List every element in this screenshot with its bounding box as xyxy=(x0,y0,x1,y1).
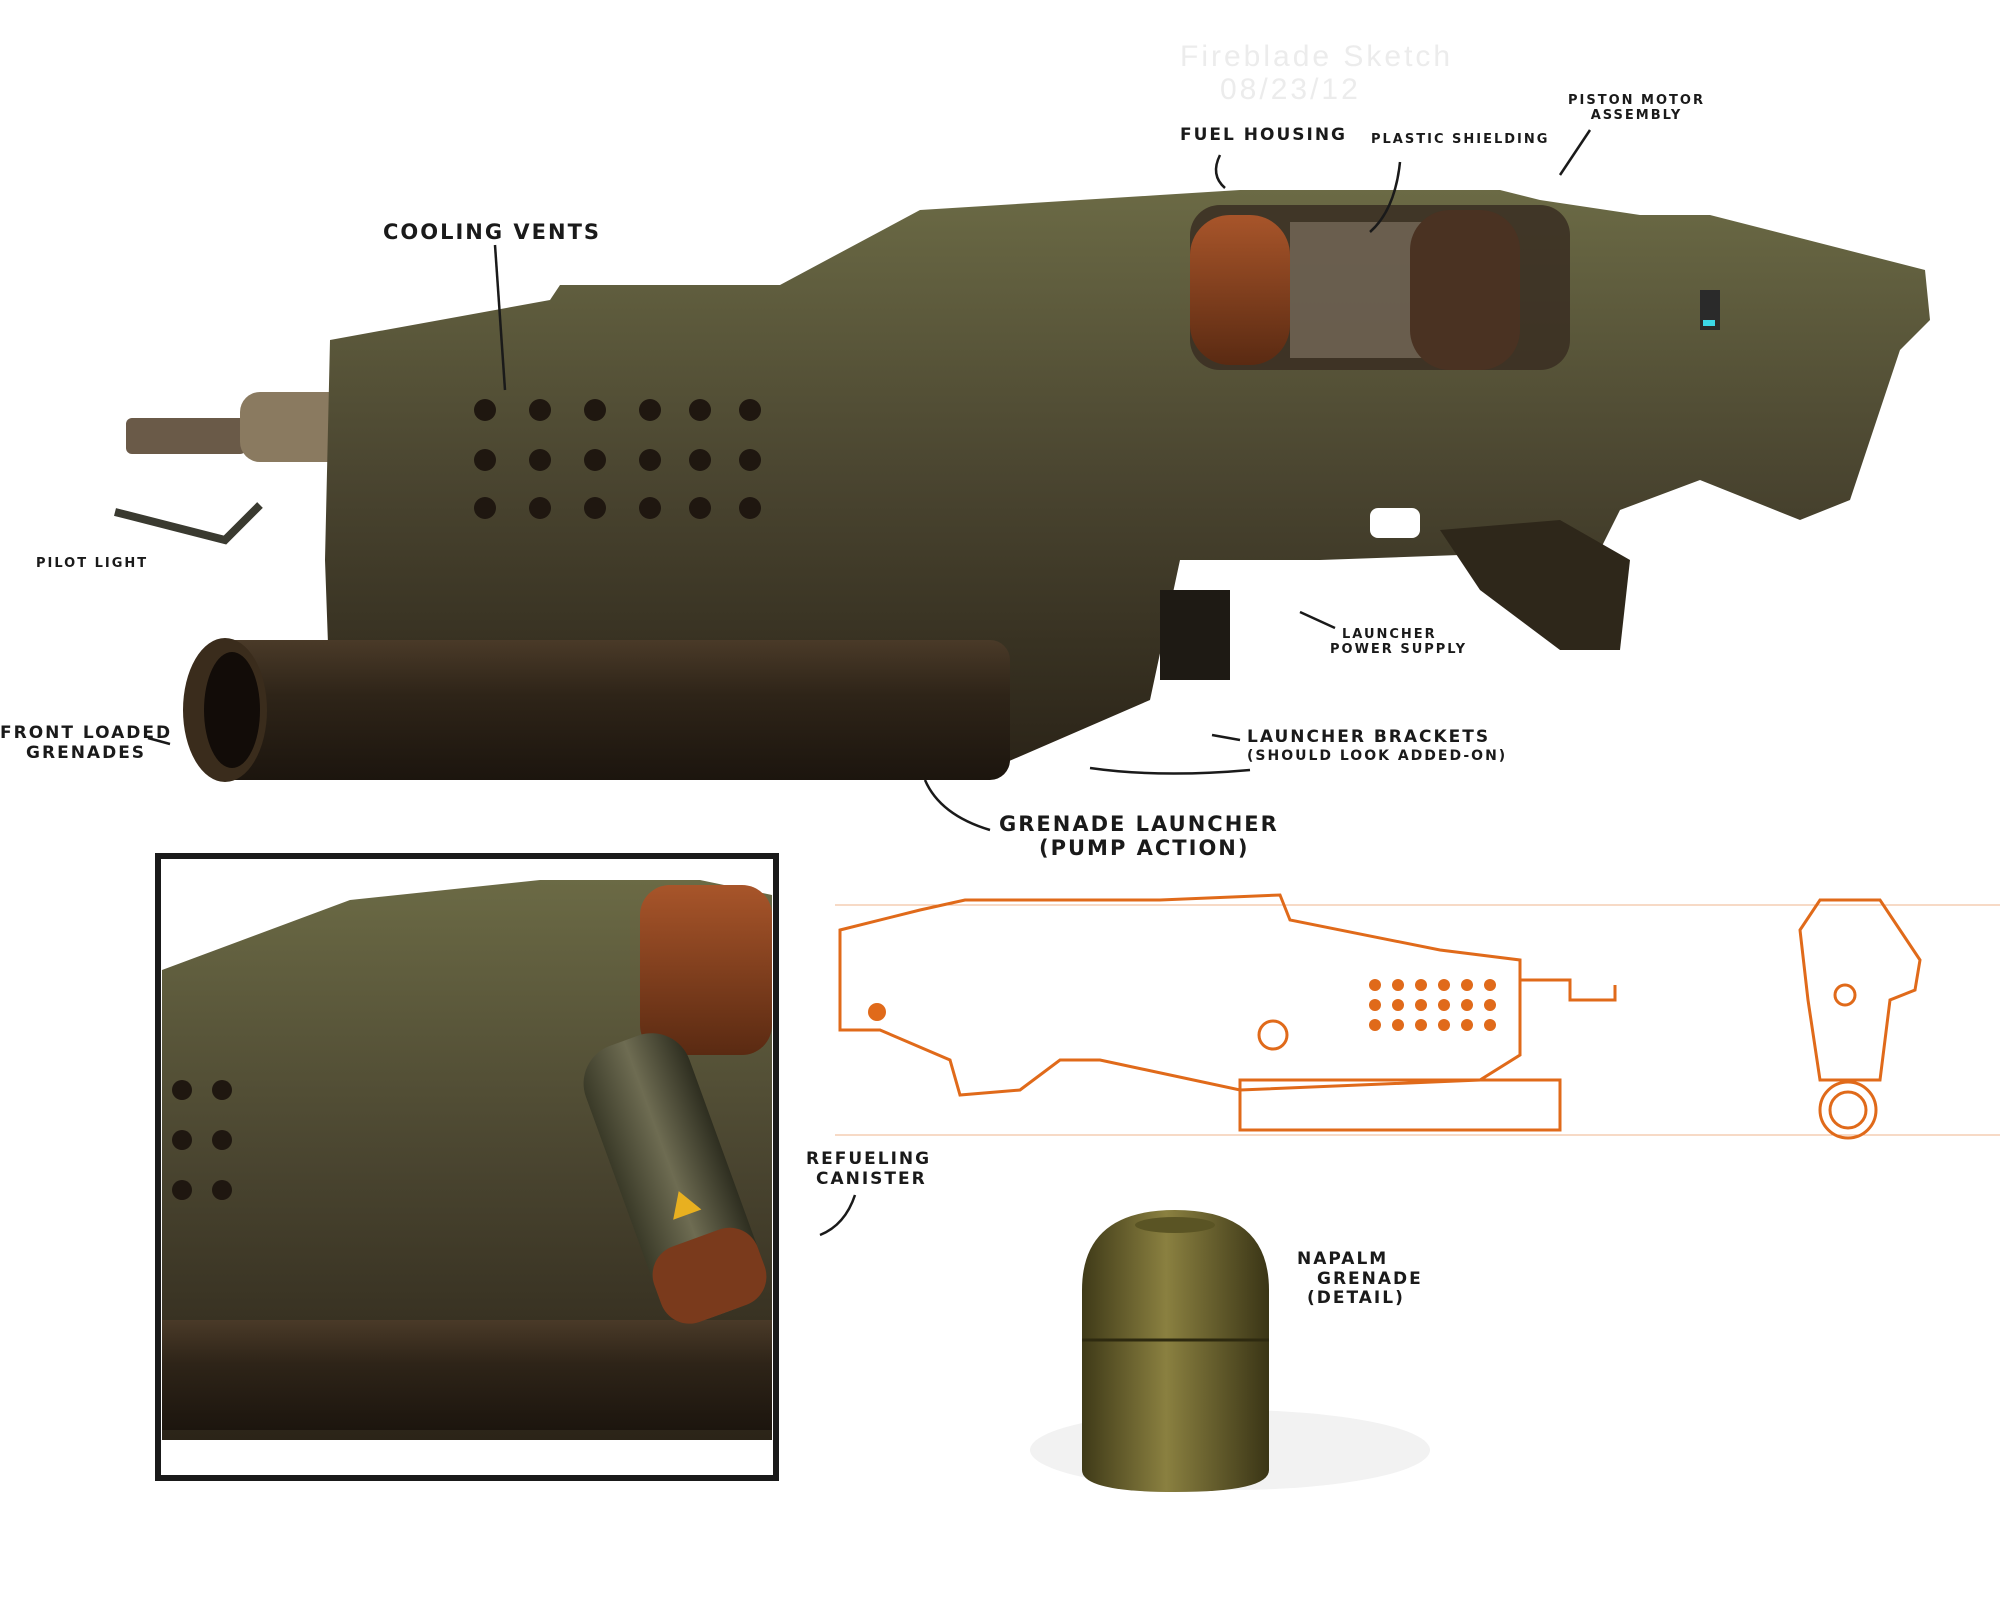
pilot-light-pipe xyxy=(114,502,263,545)
inset-detail-refueling xyxy=(155,853,779,1481)
label-cooling-vents: Cooling Vents xyxy=(383,220,602,244)
sheet-date: 08/23/12 xyxy=(1220,73,1361,106)
label-line: Grenade xyxy=(1317,1268,1423,1289)
label-line: (Pump Action) xyxy=(1039,836,1250,861)
grenade-launcher-tube xyxy=(210,640,1010,780)
orthographic-sketch-side xyxy=(835,893,2000,1136)
indicator-light xyxy=(1703,320,1715,326)
label-line: (Detail) xyxy=(1307,1288,1405,1309)
label-line: Canister xyxy=(816,1168,927,1189)
label-line: Grenade Launcher xyxy=(999,812,1279,836)
fuel-housing xyxy=(1190,215,1290,365)
label-line: (Should Look Added-On) xyxy=(1247,747,1508,764)
label-launcher-power-supply: Launcher Power Supply xyxy=(1330,627,1467,658)
nozzle xyxy=(126,418,246,454)
pistol-grip xyxy=(1440,520,1630,650)
label-line: Launcher Brackets xyxy=(1247,727,1491,747)
sketch-vents xyxy=(868,979,1496,1031)
cooling-vents xyxy=(474,399,761,519)
label-piston-motor-assembly: Piston Motor Assembly xyxy=(1568,93,1705,124)
flamethrower-main-render xyxy=(114,190,1930,782)
sheet-title: Fireblade Sketch xyxy=(1180,40,1454,73)
launcher-power-supply xyxy=(1160,590,1230,680)
label-pilot-light: Pilot Light xyxy=(36,556,149,571)
label-line: Assembly xyxy=(1590,107,1683,123)
label-fuel-housing: Fuel Housing xyxy=(1180,125,1348,145)
label-line: Piston Motor xyxy=(1568,93,1705,108)
label-line: Napalm xyxy=(1297,1249,1389,1269)
annotation-leaders xyxy=(147,129,1592,1237)
label-line: Grenades xyxy=(26,742,147,763)
label-napalm-grenade: Napalm Grenade (Detail) xyxy=(1297,1249,1423,1309)
label-line: Refueling xyxy=(806,1149,932,1169)
label-line: Power Supply xyxy=(1330,641,1467,657)
label-line: Launcher xyxy=(1342,627,1437,642)
napalm-grenade-render xyxy=(1030,1210,1430,1492)
label-line: Front Loaded xyxy=(0,723,173,743)
sheet-title-faint: Fireblade Sketch 08/23/12 xyxy=(1180,40,1453,106)
label-plastic-shielding: Plastic Shielding xyxy=(1371,132,1550,147)
warning-icon xyxy=(673,1191,702,1220)
label-launcher-brackets: Launcher Brackets (Should Look Added-On) xyxy=(1247,727,1508,764)
label-refueling-canister: Refueling Canister xyxy=(806,1149,932,1189)
piston-motor xyxy=(1410,210,1520,370)
trigger-guard-opening xyxy=(1370,508,1420,538)
orthographic-sketch-front xyxy=(1798,898,1922,1140)
nozzle-collar xyxy=(240,392,350,462)
refueling-canister xyxy=(583,1033,767,1324)
label-front-loaded-grenades: Front Loaded Grenades xyxy=(0,723,173,763)
label-grenade-launcher: Grenade Launcher (Pump Action) xyxy=(999,812,1279,860)
